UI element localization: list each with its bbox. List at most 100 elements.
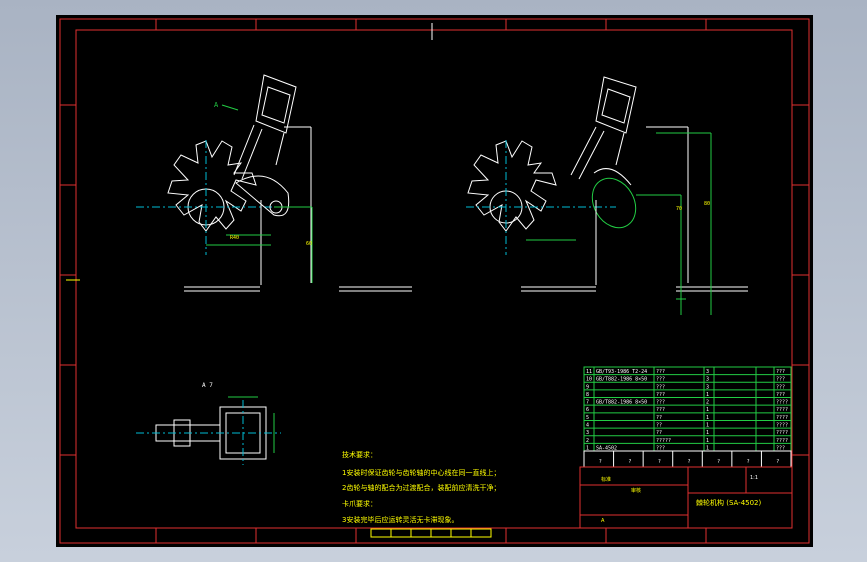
header-cell: ? <box>688 459 691 465</box>
bom-cell-code: GB/T93-1986 T2-24 <box>596 369 647 375</box>
tb-mark1: 标准 <box>601 476 611 483</box>
dims-left <box>206 206 313 283</box>
ratchet-wheel-left <box>167 140 257 232</box>
bom-cell-name: ??? <box>656 400 665 406</box>
bom-cell-name: ??? <box>656 369 665 375</box>
bom-cell-qty: 1 <box>706 415 709 421</box>
outer-frame <box>59 18 810 544</box>
tb-mark2: 审核 <box>631 487 641 494</box>
pawl-arm-right <box>593 168 632 186</box>
bom-cell-qty: 1 <box>706 407 709 413</box>
ratchet-wheel-right <box>467 140 557 232</box>
tech-req-title: 技术要求： <box>342 450 377 459</box>
bom-cell-qty: 3 <box>706 377 709 383</box>
dim-label-4: 80 <box>704 201 710 207</box>
bom-cell-qty: 2 <box>706 400 709 406</box>
tech-requirements: 技术要求： 1安装时保证齿轮与齿轮轴的中心线在同一直线上； 2齿轮与轴的配合为过… <box>342 450 500 524</box>
pawl-arm-left <box>235 175 290 217</box>
bom-cell-qty: 1 <box>706 422 709 428</box>
view-arrow <box>221 104 239 111</box>
bom-cell-no: 6 <box>586 407 589 413</box>
bom-cell-name: ?? <box>656 430 662 436</box>
bom-cell-note: ???? <box>776 407 788 413</box>
bottom-strip <box>370 528 492 538</box>
bom-cell-no: 4 <box>586 422 589 428</box>
bom-cell-no: 5 <box>586 415 589 421</box>
bom-cell-no: 2 <box>586 438 589 444</box>
bom-cell-no: 9 <box>586 384 589 390</box>
bracket-edge-r <box>615 132 625 166</box>
bom-cell-note: ???? <box>776 430 788 436</box>
dim-label-1: R40 <box>230 235 239 241</box>
bom-cell-name: ??? <box>656 392 665 398</box>
bom-cell-note: ??? <box>776 369 785 375</box>
actuator-inner-left <box>261 86 291 124</box>
tech-req-line: 3安装完毕后应运转灵活无卡滞现象。 <box>342 515 458 524</box>
view-a-label: A 7 <box>202 382 213 389</box>
bom-cell-note: ???? <box>776 422 788 428</box>
bom-cell-note: ???? <box>776 400 788 406</box>
bom-cell-qty: 1 <box>706 445 709 451</box>
view-a-detail: A 7 <box>136 382 281 465</box>
bom-cell-qty: 1 <box>706 430 709 436</box>
tb-scale: 1:1 <box>750 475 758 481</box>
bom-cell-code: GB/T882-1986 8×50 <box>596 400 647 406</box>
header-cell: ? <box>776 459 779 465</box>
bom-cell-qty: 1 <box>706 392 709 398</box>
drawing-sheet: A R40 60 70 80 <box>56 15 813 547</box>
bom-header: ??????? <box>583 450 792 468</box>
bom-cell-note: ???? <box>776 438 788 444</box>
link-rod-r-a <box>570 126 597 176</box>
bom-cell-name: ??? <box>656 445 665 451</box>
bom-cell-note: ???? <box>776 415 788 421</box>
bom-cell-qty: 3 <box>706 369 709 375</box>
bom-cell-qty: 3 <box>706 384 709 390</box>
inner-frame <box>75 29 793 529</box>
bom-cell-note: ??? <box>776 445 785 451</box>
bom-cell-name: ?? <box>656 422 662 428</box>
drawing-title: 棘轮机构 (SA-4502) <box>696 498 762 507</box>
bom-cell-note: ??? <box>776 392 785 398</box>
bom-cell-name: ?? <box>656 415 662 421</box>
bom-cell-name: ??? <box>656 407 665 413</box>
link-rod-b <box>241 128 263 180</box>
right-ratchet-view: 70 80 <box>466 76 748 315</box>
tb-mark3: A <box>601 518 605 524</box>
view-label: A <box>214 101 219 109</box>
dim-label-3: 70 <box>676 206 682 212</box>
actuator-box-right <box>595 76 637 134</box>
bom-cell-name: ????? <box>656 438 671 444</box>
bom-cell-no: 3 <box>586 430 589 436</box>
header-cell: ? <box>658 459 661 465</box>
tech-req-line: 卡爪要求： <box>342 499 377 508</box>
dims-right <box>526 132 712 315</box>
header-cell: ? <box>747 459 750 465</box>
bom-cell-no: 10 <box>586 377 592 383</box>
bom-cell-no: 11 <box>586 369 592 375</box>
bom-cell-name: ??? <box>656 377 665 383</box>
bom-cell-code: GB/T882-1986 8×50 <box>596 377 647 383</box>
bracket-edge <box>275 132 285 166</box>
bom-cell-no: 7 <box>586 400 589 406</box>
bom-cell-note: ??? <box>776 384 785 390</box>
tech-req-line: 1安装时保证齿轮与齿轮轴的中心线在同一直线上； <box>342 468 500 477</box>
header-cell: ? <box>717 459 720 465</box>
dim-label-2: 60 <box>306 241 312 247</box>
bom-cell-note: ??? <box>776 377 785 383</box>
cad-drawing: A R40 60 70 80 <box>59 18 810 544</box>
actuator-box-left <box>255 74 297 134</box>
bom-cell-no: 8 <box>586 392 589 398</box>
title-block: 棘轮机构 (SA-4502) 标准 审核 A 1:1 <box>579 466 793 529</box>
header-cell: ? <box>599 459 602 465</box>
left-ratchet-view: A R40 60 <box>136 74 412 292</box>
bom-cell-no: 1 <box>586 445 589 451</box>
bom-cell-qty: 1 <box>706 438 709 444</box>
tech-req-line: 2齿轮与轴的配合为过渡配合，装配前应清洗干净； <box>342 483 500 492</box>
link-rod-r-b <box>578 130 605 180</box>
link-rod-a <box>233 124 255 176</box>
header-cell: ? <box>628 459 631 465</box>
actuator-inner-right <box>601 88 631 124</box>
pawl-path-right <box>591 177 637 229</box>
bom-cell-code: SA-4502 <box>596 445 617 451</box>
